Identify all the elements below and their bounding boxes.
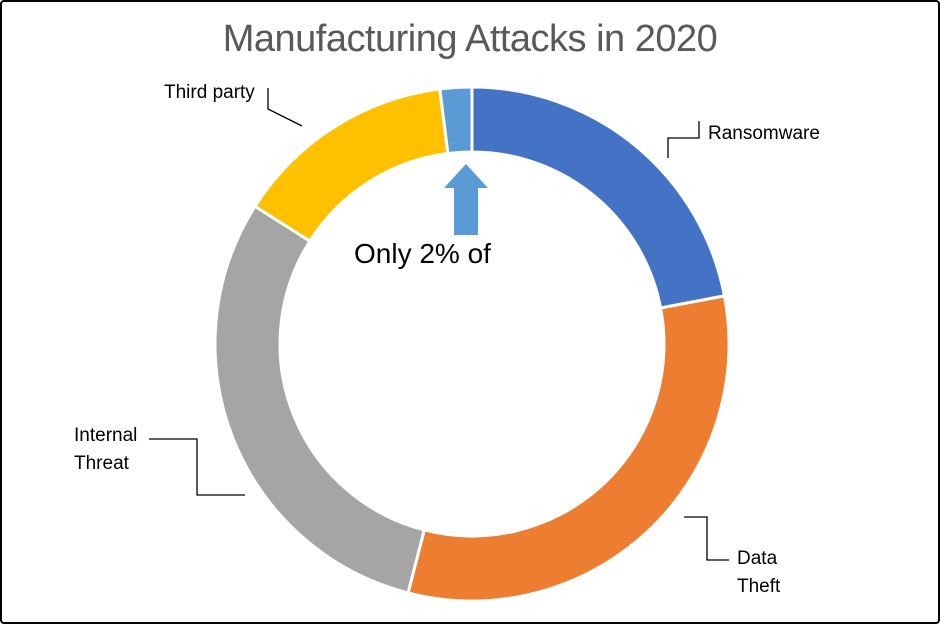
- donut-ring: [213, 85, 731, 603]
- donut-slice-ransomware: [470, 85, 727, 310]
- up-arrow-icon: [444, 164, 488, 235]
- label-ransomware: Ransomware: [708, 123, 820, 144]
- leader-line-internal-threat: [149, 438, 245, 496]
- leader-line-third-party: [267, 88, 303, 127]
- label-internal-threat: Internal Threat: [74, 425, 138, 475]
- chart-title: Manufacturing Attacks in 2020: [222, 18, 718, 60]
- label-third-party: Third party: [164, 82, 255, 103]
- donut-slice-two-percent: [438, 85, 474, 156]
- annotation-text: Only 2% of: [354, 238, 491, 269]
- label-data-theft: Data Theft: [737, 548, 781, 598]
- donut-slice-data-theft: [406, 294, 731, 603]
- donut-slice-third-party: [252, 87, 450, 244]
- donut-slice-internal-threat: [213, 204, 427, 595]
- leader-line-ransomware: [667, 121, 700, 158]
- leader-line-data-theft: [684, 516, 729, 561]
